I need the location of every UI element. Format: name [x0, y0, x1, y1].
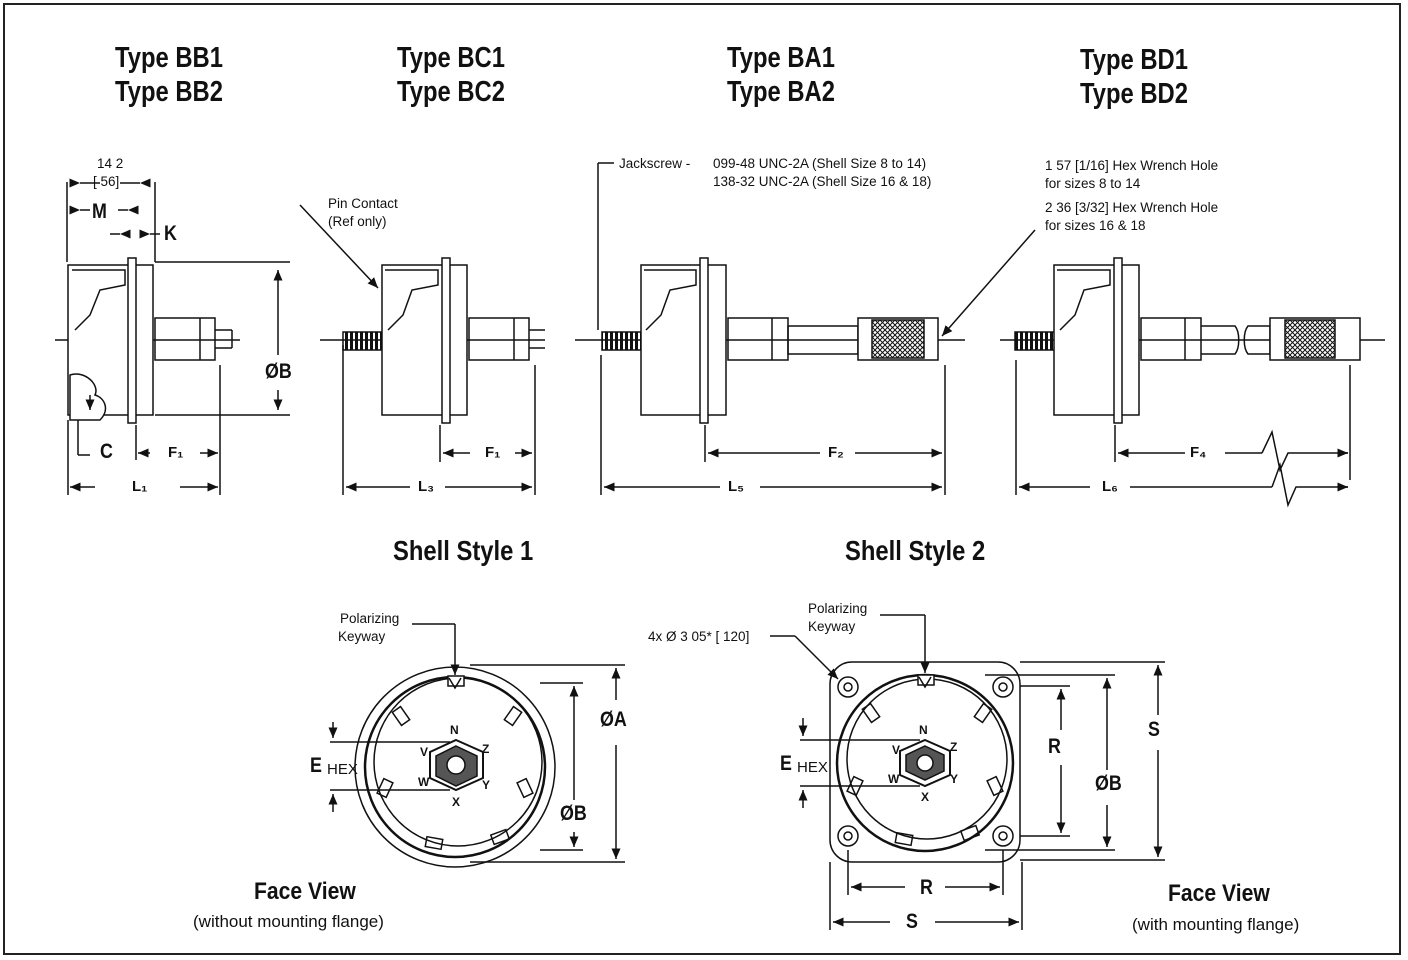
- shell1-contact-z: Z: [482, 742, 490, 756]
- shell2-dim-s: S: [1148, 718, 1160, 741]
- shell-style-2-title: Shell Style 2: [845, 535, 986, 566]
- shell-style-1-title: Shell Style 1: [393, 535, 534, 566]
- shell2-contact-z: Z: [950, 740, 958, 754]
- bd-connector-drawing: [1000, 257, 1385, 508]
- shell1-dim-hex: HEX: [327, 761, 358, 778]
- type-bb2-label: Type BB2: [115, 76, 223, 108]
- shell2-contact-x: X: [921, 790, 930, 804]
- type-bb-title: Type BB1 Type BB2: [115, 41, 223, 109]
- shell2-contact-n: N: [919, 723, 928, 737]
- shell1-contact-y: Y: [482, 778, 491, 792]
- bc-dim-l3: L₃: [418, 478, 435, 495]
- type-bc1-label: Type BC1: [397, 42, 505, 74]
- bd-hex2-line1: 2 36 [3/32] Hex Wrench Hole: [1045, 200, 1219, 215]
- bb-dim-bracket: [ 56]: [93, 174, 120, 189]
- shell1-dim-a: ØA: [600, 708, 627, 731]
- shell2-face-view-subtitle: (with mounting flange): [1132, 915, 1300, 934]
- bb-connector-drawing: [55, 178, 290, 495]
- shell1-contact-w: W: [418, 775, 430, 789]
- bd-dim-l6: L₆: [1102, 478, 1118, 495]
- shell2-dim-s-bottom: S: [906, 910, 918, 933]
- shell1-dim-e: E: [310, 754, 322, 777]
- type-bc-title: Type BC1 Type BC2: [397, 41, 505, 109]
- bb-dim-c: C: [100, 440, 113, 463]
- type-bc2-label: Type BC2: [397, 76, 505, 108]
- bb-dim-f1: F₁: [168, 444, 184, 461]
- shell2-keyway-label: Keyway: [808, 619, 856, 634]
- shell1-dim-b: ØB: [560, 802, 587, 825]
- shell1-contact-v: V: [420, 745, 429, 759]
- bb-dim-top: 14 2: [97, 156, 124, 171]
- ba-dim-f2: F₂: [828, 444, 844, 461]
- bb-dim-b: ØB: [265, 360, 292, 383]
- shell2-face-view-title: Face View: [1168, 880, 1270, 907]
- shell2-contact-w: W: [888, 772, 900, 786]
- type-bd-title: Type BD1 Type BD2: [1080, 43, 1188, 111]
- shell2-mounting-holes: 4x Ø 3 05* [ 120]: [648, 629, 750, 644]
- bb-dim-k: K: [164, 222, 177, 245]
- shell2-face-drawing: [770, 614, 1165, 930]
- ba-dim-l5: L₅: [728, 478, 745, 495]
- shell1-face-view-title: Face View: [254, 878, 356, 905]
- bd-dim-f4: F₄: [1190, 444, 1207, 461]
- bd-hex1-line1: 1 57 [1/16] Hex Wrench Hole: [1045, 158, 1219, 173]
- shell1-polarizing-label: Polarizing: [340, 611, 400, 626]
- type-ba-title: Type BA1 Type BA2: [727, 41, 835, 109]
- ba-connector-drawing: [575, 162, 1036, 495]
- shell2-dim-b: ØB: [1095, 772, 1122, 795]
- bd-hex1-line2: for sizes 8 to 14: [1045, 176, 1141, 191]
- type-bb1-label: Type BB1: [115, 42, 223, 74]
- shell1-face-drawing: [328, 623, 625, 868]
- type-ba1-label: Type BA1: [727, 42, 835, 74]
- shell2-dim-r: R: [1048, 735, 1061, 758]
- ba-jackscrew-label: Jackscrew -: [619, 156, 691, 171]
- shell2-dim-r-bottom: R: [920, 876, 933, 899]
- type-bd1-label: Type BD1: [1080, 44, 1188, 76]
- bc-ref-only-label: (Ref only): [328, 214, 387, 229]
- shell1-face-view-subtitle: (without mounting flange): [193, 912, 384, 931]
- bc-dim-f1: F₁: [485, 444, 501, 461]
- bc-connector-drawing: [299, 204, 545, 495]
- shell2-contact-y: Y: [950, 772, 959, 786]
- type-bd2-label: Type BD2: [1080, 78, 1188, 110]
- type-ba2-label: Type BA2: [727, 76, 835, 108]
- shell1-keyway-label: Keyway: [338, 629, 386, 644]
- bd-hex2-line2: for sizes 16 & 18: [1045, 218, 1146, 233]
- bb-dim-l1: L₁: [132, 478, 148, 495]
- shell2-dim-hex: HEX: [797, 759, 828, 776]
- shell2-dim-e: E: [780, 752, 792, 775]
- drawing-frame: [3, 3, 1401, 955]
- shell1-contact-n: N: [450, 723, 459, 737]
- shell2-contact-v: V: [892, 743, 901, 757]
- shell2-polarizing-label: Polarizing: [808, 601, 868, 616]
- ba-jackscrew-line2: 138-32 UNC-2A (Shell Size 16 & 18): [713, 174, 932, 189]
- shell1-contact-x: X: [452, 795, 461, 809]
- bc-pin-contact-label: Pin Contact: [328, 196, 398, 211]
- ba-jackscrew-line1: 099-48 UNC-2A (Shell Size 8 to 14): [713, 156, 927, 171]
- bb-dim-m: M: [92, 200, 107, 223]
